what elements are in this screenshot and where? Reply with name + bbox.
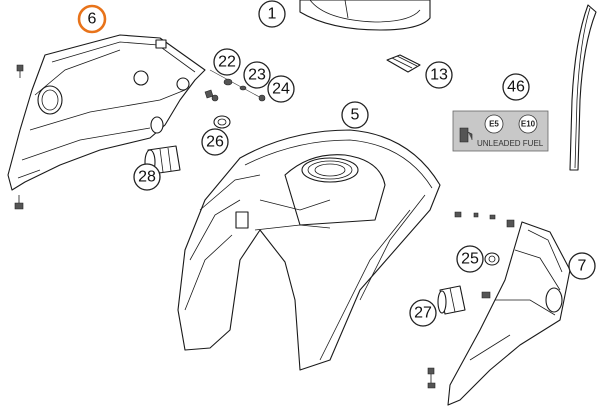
svg-text:28: 28 [138,169,156,186]
unleaded-fuel-text: UNLEADED FUEL [477,139,544,148]
svg-text:13: 13 [430,67,448,84]
part-pad-13 [386,54,421,73]
callout-46: 46 [502,73,530,101]
fuel-label-46: E5 E10 UNLEADED FUEL [452,110,549,152]
svg-text:22: 22 [218,54,236,71]
svg-text:7: 7 [578,258,587,275]
svg-text:46: 46 [507,79,525,96]
callout-24: 24 [267,75,295,103]
badge-e10-circle [518,114,538,134]
callout-28: 28 [133,163,161,191]
part-damper-27 [437,285,466,315]
callout-25: 25 [456,245,484,273]
callout-6: 6 [77,4,107,34]
callout-7: 7 [568,252,596,280]
callout-13: 13 [425,61,453,89]
part-right-side-panel [427,211,571,406]
callout-5: 5 [341,101,369,129]
svg-text:5: 5 [351,107,360,124]
callout-23: 23 [243,61,271,89]
svg-text:25: 25 [461,251,479,268]
badge-e5-circle [484,114,504,134]
badge-e10-text: E10 [521,120,536,129]
svg-text:27: 27 [414,305,432,322]
callout-1: 1 [258,0,286,28]
part-fuel-tank [177,129,441,371]
part-tank-cover [299,0,431,31]
part-bushing-26 [213,115,231,129]
part-bushing-25 [484,252,500,266]
fuel-pump-icon [459,127,473,143]
svg-text:23: 23 [248,67,266,84]
part-frame-tube [569,4,597,171]
callout-27: 27 [409,299,437,327]
badge-e5-text: E5 [489,120,499,129]
callout-26: 26 [201,128,229,156]
svg-text:26: 26 [206,134,224,151]
callout-22: 22 [213,48,241,76]
part-left-side-panel [7,34,206,210]
svg-text:24: 24 [272,81,290,98]
svg-text:6: 6 [88,11,97,28]
svg-text:1: 1 [268,6,277,23]
part-fasteners-upper [204,69,266,102]
